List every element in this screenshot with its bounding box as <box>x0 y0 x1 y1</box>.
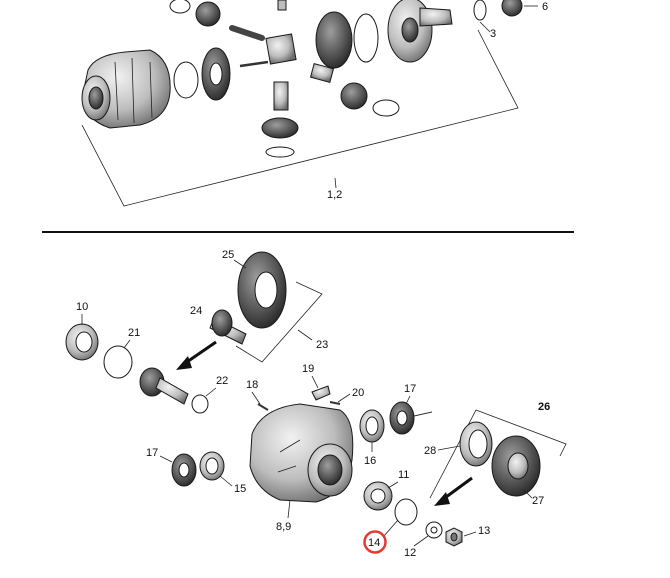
carrier-housing-part <box>249 403 354 503</box>
lower-assembly-group: 25 24 23 10 21 22 <box>65 249 567 559</box>
collapsible-spacer-14-part <box>394 498 418 526</box>
pinion-nut-13-part <box>445 527 463 547</box>
label-12: 12 <box>404 547 416 559</box>
label-24: 24 <box>190 305 202 317</box>
flange-case-part <box>387 0 523 63</box>
label-17-right: 17 <box>404 383 416 395</box>
bearing-16-part <box>359 409 385 443</box>
label-19: 19 <box>302 363 314 375</box>
label-1-2: 1,2 <box>327 189 342 201</box>
pinion-shaft-part <box>229 25 269 68</box>
bearing-17-left-part <box>171 453 197 487</box>
washer-ring-part <box>173 61 199 99</box>
label-17-left: 17 <box>146 447 158 459</box>
plug-20-part <box>329 401 341 405</box>
spider-gear-right-part <box>340 82 400 117</box>
bearing-15-part <box>199 451 225 481</box>
label-3: 3 <box>490 28 496 40</box>
companion-flange-27-part <box>491 435 541 497</box>
label-26: 26 <box>538 401 550 413</box>
differential-case-part <box>81 49 171 129</box>
bearing-11-part <box>363 481 393 511</box>
label-21: 21 <box>128 327 140 339</box>
highlighted-callout-14[interactable]: 14 <box>363 519 399 554</box>
bearing-17-right-part <box>389 401 433 435</box>
ring-gear-part <box>315 11 379 69</box>
pinion-gear-lower-part <box>261 117 299 158</box>
thrust-washer-part <box>169 0 191 14</box>
label-15: 15 <box>234 483 246 495</box>
label-6: 6 <box>542 1 548 13</box>
bracket-23 <box>235 281 323 363</box>
pinion-assembly-part <box>139 367 189 405</box>
bearing-10-part <box>65 323 99 361</box>
label-11: 11 <box>398 469 409 481</box>
label-20: 20 <box>352 387 364 399</box>
vent-fitting-19-part <box>311 385 331 401</box>
label-8-9: 8,9 <box>276 521 291 533</box>
label-22: 22 <box>216 375 228 387</box>
washer-22-part <box>191 394 209 414</box>
upper-assembly-group: 6 3 1,2 <box>81 0 548 207</box>
bracket-26 <box>429 409 567 499</box>
label-25: 25 <box>222 249 234 261</box>
side-gear-part <box>201 47 231 101</box>
cross-block-part <box>265 0 335 111</box>
bracket-1-2 <box>81 29 519 207</box>
seal-28-part <box>459 421 493 467</box>
label-10: 10 <box>76 301 88 313</box>
label-16: 16 <box>364 455 376 467</box>
label-27: 27 <box>532 495 544 507</box>
bolt-18-part <box>257 403 269 411</box>
shim-ring-21-part <box>103 345 133 379</box>
label-13: 13 <box>478 525 490 537</box>
ring-gear-25-part <box>237 251 287 329</box>
label-14: 14 <box>368 537 380 549</box>
label-23: 23 <box>316 339 328 351</box>
label-18: 18 <box>246 379 258 391</box>
drive-pinion-24-part <box>209 309 247 345</box>
washer-12-part <box>425 521 443 539</box>
label-28: 28 <box>424 445 436 457</box>
spider-gear-part <box>195 1 221 27</box>
